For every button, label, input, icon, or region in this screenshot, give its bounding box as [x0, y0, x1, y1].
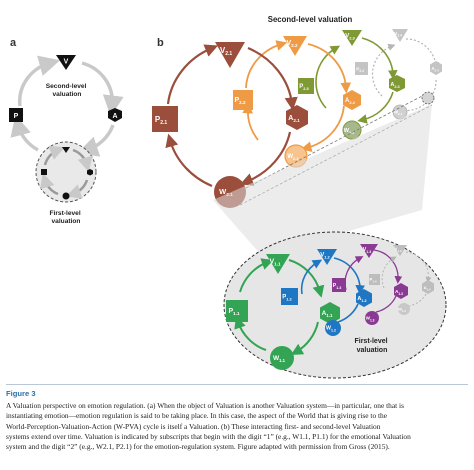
- node-v-1-2: V1.2: [317, 249, 337, 265]
- svg-text:P: P: [14, 113, 19, 120]
- node-a-2-2: A2.2: [343, 90, 361, 110]
- panel-a-first-level-label: First-level valuation: [50, 210, 83, 225]
- svg-text:W2.3: W2.3: [344, 128, 354, 135]
- svg-text:A2.1: A2.1: [288, 115, 300, 123]
- node-p-1-3: P1.3: [332, 278, 346, 292]
- panel-a-node-a: A: [108, 108, 122, 122]
- node-w-1-3: W1.3: [365, 311, 379, 325]
- svg-text:W1.3: W1.3: [366, 316, 375, 323]
- node-w-1-4: W1.4: [398, 303, 410, 315]
- svg-text:W2.2: W2.2: [287, 154, 299, 161]
- panel-a: a V P A Second-level valuation: [9, 37, 124, 225]
- node-a-2-4: A2.4: [430, 61, 442, 75]
- node-v-2-4: V2.4: [392, 29, 408, 42]
- caption-title: Figure 3: [6, 389, 36, 398]
- svg-text:A2.2: A2.2: [345, 98, 356, 105]
- panel-b-label: b: [157, 37, 164, 49]
- panel-a-label: a: [10, 37, 17, 49]
- panel-a-node-v: V: [56, 55, 76, 70]
- node-a-2-3: A2.3: [389, 75, 405, 92]
- caption-line: systems extend over time. Valuation is i…: [6, 431, 411, 441]
- svg-text:V1.1: V1.1: [269, 259, 281, 267]
- node-p-2-1: P2.1: [152, 106, 178, 132]
- zoom-source-circle: [421, 91, 435, 105]
- svg-text:A1.2: A1.2: [357, 296, 366, 303]
- node-a-1-1: A1.1: [320, 302, 340, 324]
- node-p-2-2: P2.2: [233, 90, 253, 110]
- node-v-1-4: V1.4: [393, 245, 407, 256]
- node-p-1-4: P1.4: [369, 274, 380, 285]
- svg-text:V2.3: V2.3: [345, 34, 355, 41]
- node-p-2-4: P2.4: [355, 62, 368, 75]
- panel-b: b Second-level valuation: [152, 15, 447, 379]
- cycle-1-1: [234, 258, 325, 355]
- panel-a-inner-node-p: [41, 169, 47, 175]
- svg-text:V1.4: V1.4: [395, 247, 402, 254]
- panel-a-node-p: P: [9, 108, 23, 122]
- node-v-2-2: V2.2: [283, 36, 307, 56]
- node-v-2-3: V2.3: [342, 30, 362, 46]
- cycle-2-1: [165, 44, 298, 188]
- svg-text:W1.2: W1.2: [326, 326, 336, 333]
- svg-text:W2.4: W2.4: [394, 110, 403, 117]
- cycle-2-2: [242, 40, 352, 153]
- svg-text:V2.2: V2.2: [286, 40, 298, 48]
- caption-text: A Valuation perspective on emotion regul…: [6, 401, 468, 452]
- node-p-1-1: P1.1: [226, 300, 248, 322]
- node-a-1-3: A1.3: [394, 283, 408, 299]
- svg-text:W1.1: W1.1: [273, 355, 286, 363]
- svg-text:P2.1: P2.1: [155, 115, 168, 126]
- svg-text:A: A: [112, 113, 117, 120]
- svg-text:V: V: [64, 59, 69, 66]
- svg-text:A2.3: A2.3: [390, 82, 399, 89]
- panel-a-inner-node-w: [62, 192, 70, 200]
- svg-text:P1.3: P1.3: [333, 283, 341, 290]
- panel-a-inner-node-a: [87, 169, 93, 176]
- second-level-title: Second-level valuation: [268, 15, 353, 24]
- first-level-label: First-level valuation: [354, 338, 389, 354]
- svg-text:V1.2: V1.2: [320, 253, 330, 260]
- svg-text:A1.1: A1.1: [322, 310, 333, 318]
- svg-text:P2.2: P2.2: [234, 97, 246, 105]
- caption-line: instantiating emotion—emotion regulation…: [6, 411, 388, 421]
- node-w-1-1: W1.1: [270, 346, 294, 370]
- node-v-1-1: V1.1: [266, 254, 290, 274]
- node-w-2-3: W2.3: [342, 120, 362, 140]
- caption-line: system and the digit “2” (e.g., W2.1, P2…: [6, 442, 390, 452]
- svg-text:W1.4: W1.4: [398, 307, 406, 314]
- panel-a-second-level-label: Second-level valuation: [46, 83, 89, 98]
- svg-text:V2.1: V2.1: [220, 46, 233, 57]
- node-v-1-3: V1.3: [360, 244, 378, 258]
- svg-text:A1.4: A1.4: [424, 285, 431, 292]
- svg-text:P2.4: P2.4: [356, 67, 364, 74]
- svg-text:P1.2: P1.2: [282, 295, 292, 302]
- node-a-2-1: A2.1: [286, 105, 308, 130]
- node-p-1-2: P1.2: [281, 288, 298, 305]
- cycle-1-2: [300, 257, 365, 323]
- svg-text:A2.4: A2.4: [431, 66, 439, 73]
- node-w-1-2: W1.2: [325, 320, 341, 336]
- svg-text:V1.3: V1.3: [363, 247, 371, 254]
- caption-line: World-Perception-Valuation-Action (W-PVA…: [6, 421, 381, 431]
- caption-divider: [6, 384, 468, 385]
- node-v-2-1: V2.1: [215, 42, 245, 68]
- node-w-2-4: W2.4: [392, 104, 408, 120]
- node-a-1-2: A1.2: [356, 289, 372, 307]
- cycle-1-4: [381, 251, 432, 307]
- caption-line: A Valuation perspective on emotion regul…: [6, 401, 404, 410]
- cycle-2-3: [315, 37, 398, 124]
- svg-text:P1.1: P1.1: [228, 308, 240, 316]
- node-a-1-4: A1.4: [422, 280, 434, 294]
- node-p-2-3: P2.3: [298, 78, 314, 94]
- svg-text:P2.3: P2.3: [299, 84, 309, 91]
- panel-a-inner-node-v: [62, 147, 70, 153]
- figure-diagram: a V P A Second-level valuation: [9, 15, 447, 379]
- svg-text:A1.3: A1.3: [395, 289, 403, 296]
- svg-text:P1.4: P1.4: [370, 277, 377, 284]
- cycle-2-4: [371, 38, 440, 112]
- svg-text:V2.4: V2.4: [394, 31, 402, 38]
